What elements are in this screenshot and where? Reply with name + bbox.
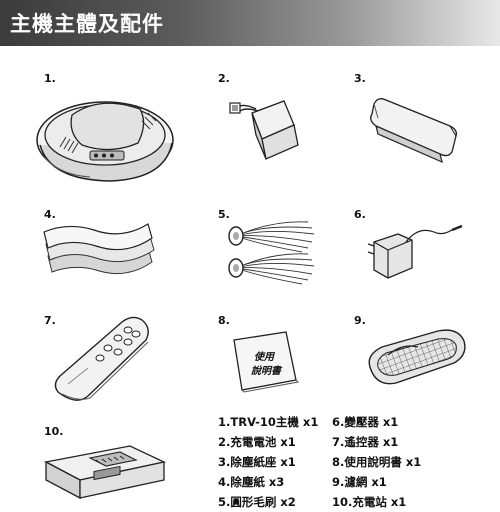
legend-item-5: 5.圓形毛刷 x2 <box>218 495 296 509</box>
page-title: 主機主體及配件 <box>10 12 164 36</box>
item-number-7: 7. <box>44 314 56 327</box>
dust-paper-holder-icon <box>370 98 458 164</box>
manual-text-line-2: 說明書 <box>251 365 283 377</box>
legend-item-9: 9.濾網 x1 <box>332 475 387 489</box>
item-number-1: 1. <box>44 72 56 85</box>
item-number-3: 3. <box>354 72 366 85</box>
robot-vacuum-icon <box>36 101 174 182</box>
legend-item-8: 8.使用說明書 x1 <box>332 455 422 469</box>
charging-station-icon <box>44 445 167 500</box>
item-number-2: 2. <box>218 72 230 85</box>
item-number-8: 8. <box>218 314 230 327</box>
legend-item-7: 7.遙控器 x1 <box>332 435 399 449</box>
legend-item-10: 10.充電站 x1 <box>332 495 407 509</box>
legend-item-3: 3.除塵紙座 x1 <box>218 455 296 469</box>
legend-item-6: 6.變壓器 x1 <box>332 415 399 429</box>
header-banner: 主機主體及配件 <box>0 0 500 46</box>
item-number-5: 5. <box>218 208 230 221</box>
power-adapter-icon <box>367 224 463 279</box>
user-manual-icon: 使用 說明書 <box>233 331 300 393</box>
battery-pack-icon <box>229 100 299 160</box>
filter-net-icon <box>368 329 466 385</box>
item-number-4: 4. <box>44 208 56 221</box>
item-number-9: 9. <box>354 314 366 327</box>
dust-paper-icon <box>43 223 155 275</box>
round-brush-icon <box>228 221 315 285</box>
legend-item-2: 2.充電電池 x1 <box>218 435 296 449</box>
item-number-6: 6. <box>354 208 366 221</box>
legend-item-1: 1.TRV-10主機 x1 <box>218 415 319 429</box>
remote-control-icon <box>54 316 149 401</box>
legend-item-4: 4.除塵紙 x3 <box>218 475 285 489</box>
manual-text-line-1: 使用 <box>254 351 276 363</box>
item-number-10: 10. <box>44 425 64 438</box>
